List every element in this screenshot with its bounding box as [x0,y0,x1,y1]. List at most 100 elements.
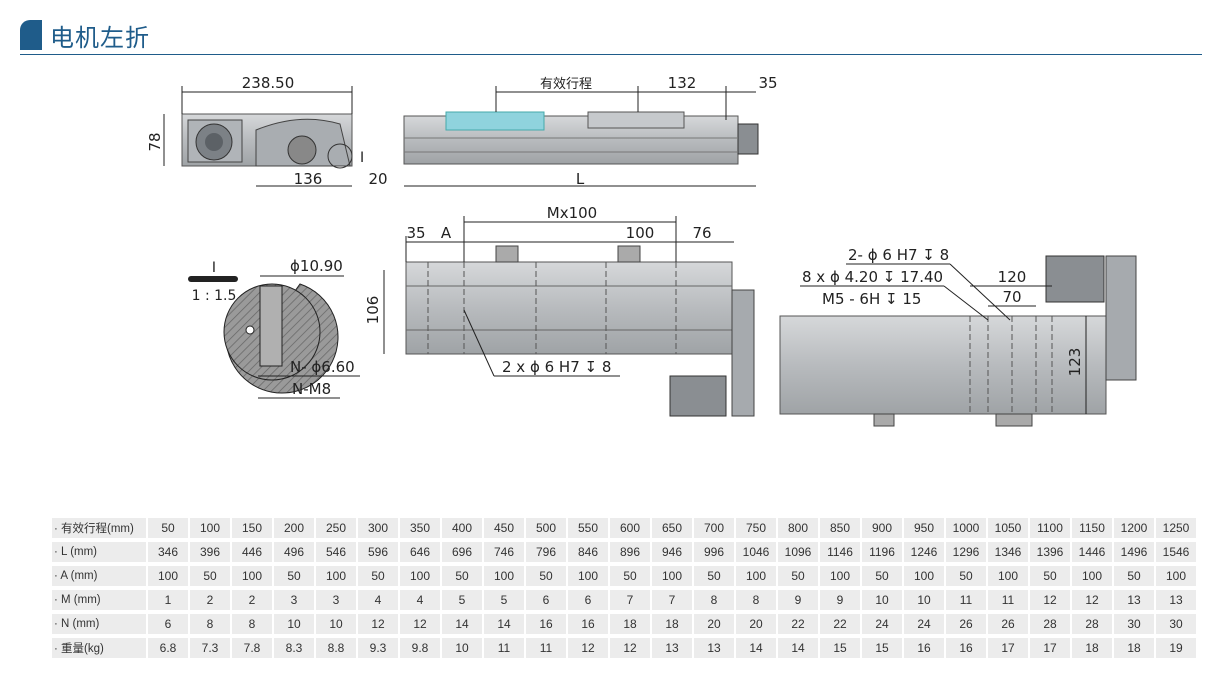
table-cell: 10 [316,614,356,634]
table-cell: 1000 [946,518,986,538]
table-cell: 11 [988,590,1028,610]
table-cell: 17 [1030,638,1070,658]
dim-136: 136 [294,170,323,188]
table-cell: 1146 [820,542,860,562]
table-cell: 100 [400,566,440,586]
table-cell: 1546 [1156,542,1196,562]
table-cell: 50 [610,566,650,586]
table-cell: 8 [736,590,776,610]
table-cell: 28 [1030,614,1070,634]
table-cell: 10 [442,638,482,658]
table-cell: 750 [736,518,776,538]
table-cell: 1246 [904,542,944,562]
table-cell: 3 [274,590,314,610]
table-cell: 16 [904,638,944,658]
table-cell: 896 [610,542,650,562]
table-cell: 100 [484,566,524,586]
dim-A: A [441,224,452,242]
table-cell: 11 [526,638,566,658]
table-cell: 16 [526,614,566,634]
dim-L: L [576,170,585,188]
table-cell: 100 [190,518,230,538]
table-cell: 14 [484,614,524,634]
table-cell: 19 [1156,638,1196,658]
row-label: · N (mm) [52,614,146,634]
table-cell: 50 [1030,566,1070,586]
dim-6-60: N- ϕ6.60 [290,358,355,376]
table-cell: 100 [904,566,944,586]
table-cell: 16 [946,638,986,658]
table-cell: 100 [820,566,860,586]
table-cell: 13 [694,638,734,658]
table-cell: 50 [778,566,818,586]
table-cell: 396 [190,542,230,562]
table-cell: 50 [148,518,188,538]
table-cell: 12 [568,638,608,658]
front-view: 35 A Mx100 100 76 106 2 x ϕ 6 H7 ↧ 8 [364,204,755,417]
table-cell: 796 [526,542,566,562]
table-cell: 7 [610,590,650,610]
table-cell: 1396 [1030,542,1070,562]
table-cell: 900 [862,518,902,538]
dim-120: 120 [998,268,1027,286]
table-cell: 9 [820,590,860,610]
table-cell: 18 [652,614,692,634]
table-cell: 50 [190,566,230,586]
table-cell: 1446 [1072,542,1112,562]
table-cell: 3 [316,590,356,610]
table-cell: 26 [988,614,1028,634]
note-front: 2 x ϕ 6 H7 ↧ 8 [502,358,611,376]
table-cell: 1100 [1030,518,1070,538]
table-cell: 596 [358,542,398,562]
table-cell: 7 [652,590,692,610]
table-cell: 1196 [862,542,902,562]
table-cell: 746 [484,542,524,562]
table-cell: 26 [946,614,986,634]
dim-10-90: ϕ10.90 [290,257,343,275]
table-cell: 50 [442,566,482,586]
table-cell: 10 [274,614,314,634]
table-cell: 30 [1114,614,1154,634]
table-cell: 446 [232,542,272,562]
table-cell: 17 [988,638,1028,658]
table-cell: 50 [946,566,986,586]
note-end-3: M5 - 6H ↧ 15 [822,290,921,308]
table-cell: 13 [1156,590,1196,610]
table-cell: 100 [148,566,188,586]
table-cell: 950 [904,518,944,538]
table-cell: 4 [400,590,440,610]
table-cell: 100 [1156,566,1196,586]
table-cell: 28 [1072,614,1112,634]
table-cell: 300 [358,518,398,538]
table-cell: 12 [400,614,440,634]
dim-m8: N-M8 [292,380,331,398]
table-cell: 6.8 [148,638,188,658]
table-cell: 250 [316,518,356,538]
dim-78: 78 [146,132,164,151]
row-label: · 有效行程(mm) [52,518,146,538]
table-cell: 100 [316,566,356,586]
table-cell: 5 [442,590,482,610]
table-cell: 346 [148,542,188,562]
dim-100: 100 [626,224,655,242]
detail-ref-side: I [360,150,364,166]
table-cell: 9 [778,590,818,610]
page-header: 电机左折 [20,14,1202,55]
table-cell: 7.3 [190,638,230,658]
detail-scale: 1 : 1.5 [192,288,237,304]
row-label: · A (mm) [52,566,146,586]
table-cell: 22 [820,614,860,634]
table-cell: 7.8 [232,638,272,658]
table-cell: 700 [694,518,734,538]
table-cell: 5 [484,590,524,610]
dim-76: 76 [692,224,711,242]
table-cell: 6 [526,590,566,610]
table-cell: 13 [1114,590,1154,610]
table-cell: 946 [652,542,692,562]
table-cell: 400 [442,518,482,538]
table-cell: 8 [694,590,734,610]
